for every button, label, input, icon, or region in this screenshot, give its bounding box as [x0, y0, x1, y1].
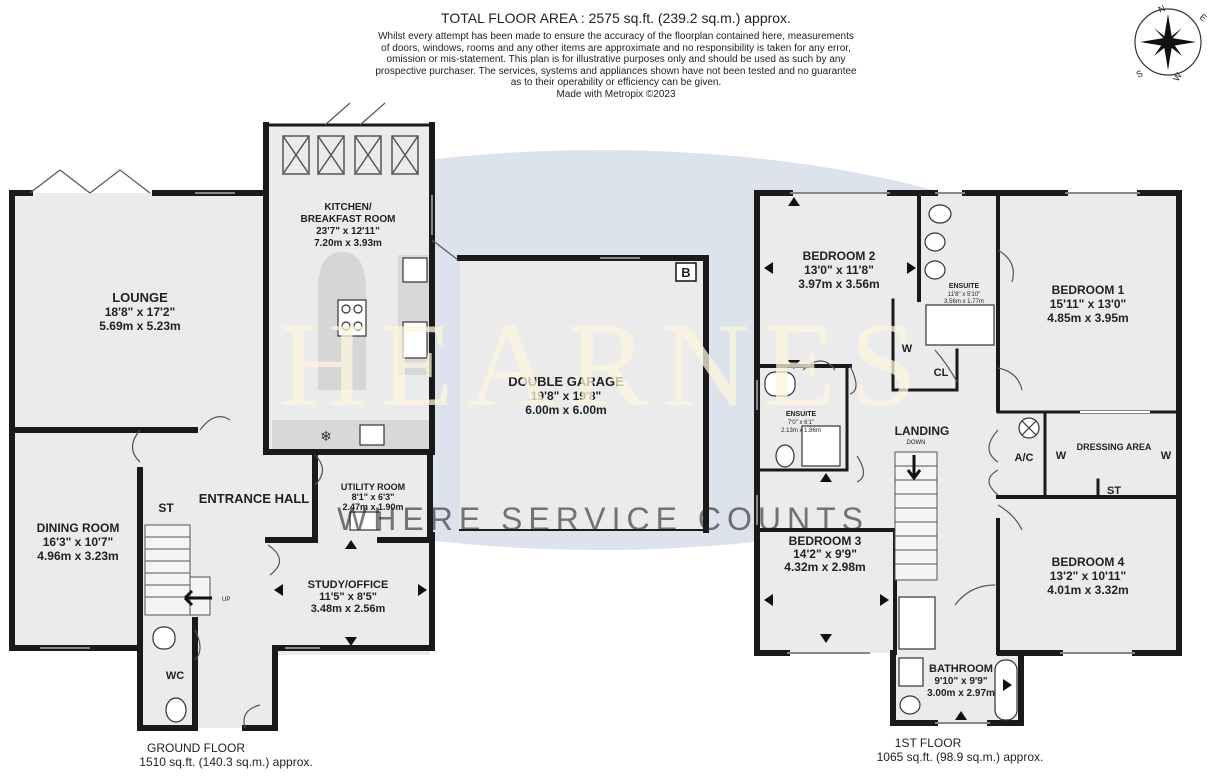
bedroom3-name: BEDROOM 3	[789, 534, 862, 548]
kitchen-skylights	[282, 135, 419, 175]
utility-imperial: 8'1" x 6'3"	[352, 492, 395, 502]
ground-floor-doors	[29, 102, 459, 729]
closet-label: CL	[934, 367, 949, 379]
lounge-name: LOUNGE	[112, 290, 168, 305]
landing-name: LANDING	[895, 424, 950, 438]
compass-e: E	[1198, 12, 1209, 24]
ensuite-small-imperial: 7'0" x 6'1"	[788, 420, 814, 426]
store-label: ST	[158, 501, 174, 515]
first-floor-fixtures	[764, 204, 1040, 721]
ground-floor-stairs	[144, 524, 211, 616]
bedroom1-metric: 4.85m x 3.95m	[1047, 311, 1128, 325]
dressing-area-name: DRESSING AREA	[1077, 442, 1152, 452]
ensuite-main-name: ENSUITE	[949, 283, 980, 290]
compass-s: S	[1135, 68, 1145, 80]
icon-snowflake-icon: ❄	[320, 428, 332, 444]
lounge-imperial: 18'8" x 17'2"	[105, 305, 175, 319]
wardrobe-label: W	[902, 343, 913, 355]
dining-imperial: 16'3" x 10'7"	[43, 535, 113, 549]
ensuite-small-metric: 2.13m x 1.86m	[781, 428, 821, 434]
bathroom-name: BATHROOM	[929, 663, 993, 675]
disclaimer-line: Made with Metropix ©2023	[556, 88, 676, 100]
study-name: STUDY/OFFICE	[308, 579, 389, 591]
first-floor-doors	[802, 249, 1023, 606]
kitchen-worktop	[272, 420, 432, 450]
stairs-up-arrow-icon	[183, 589, 212, 607]
first-floor-plan: BEDROOM 2 13'0" x 11'8" 3.97m x 3.56m EN…	[754, 190, 1182, 764]
kitchen-name-line1: KITCHEN/	[324, 202, 371, 213]
ensuite-main-metric: 3.56m x 1.77m	[944, 299, 984, 305]
dressing-w-right: W	[1161, 450, 1172, 462]
first-floor-walls	[754, 190, 1182, 726]
bedroom3-imperial: 14'2" x 9'9"	[793, 547, 857, 561]
disclaimer-line: Whilst every attempt has been made to en…	[378, 31, 854, 42]
disclaimer-line: of doors, windows, rooms and any other i…	[381, 42, 851, 54]
bedroom1-imperial: 15'11" x 13'0"	[1050, 297, 1126, 311]
kitchen-name-line2: BREAKFAST ROOM	[301, 214, 396, 225]
wc-label: WC	[166, 670, 184, 682]
landing-down-label: DOWN	[907, 440, 926, 446]
disclaimer-line: omission or mis-statement. This plan is …	[386, 54, 846, 66]
bedroom2-metric: 3.97m x 3.56m	[798, 277, 879, 291]
first-floor-stairs	[894, 451, 938, 581]
bedroom4-name: BEDROOM 4	[1052, 555, 1125, 569]
garage-name: DOUBLE GARAGE	[508, 374, 624, 389]
stairs-up-label: UP	[222, 597, 230, 603]
garage-imperial: 19'8" x 19'8"	[531, 389, 601, 403]
study-imperial: 11'5" x 8'5"	[319, 591, 377, 603]
disclaimer-line: as to their operability or efficiency ca…	[510, 77, 722, 89]
bedroom4-metric: 4.01m x 3.32m	[1047, 583, 1128, 597]
disclaimer: Whilst every attempt has been made to en…	[330, 31, 902, 101]
bedroom3-metric: 4.32m x 2.98m	[784, 560, 865, 574]
dining-name: DINING ROOM	[37, 521, 120, 535]
bedroom1-name: BEDROOM 1	[1052, 283, 1125, 297]
kitchen-imperial: 23'7" x 12'11"	[316, 226, 380, 237]
study-metric: 3.48m x 2.56m	[311, 603, 386, 615]
bedroom2-name: BEDROOM 2	[803, 249, 876, 263]
dining-metric: 4.96m x 3.23m	[37, 549, 118, 563]
garage-metric: 6.00m x 6.00m	[525, 403, 606, 417]
bathroom-imperial: 9'10" x 9'9"	[934, 676, 987, 687]
watermark-brand: HEARNES	[279, 298, 930, 431]
compass-n: N	[1157, 3, 1167, 15]
bedroom4-imperial: 13'2" x 10'11"	[1050, 569, 1126, 583]
first-floor-markers	[764, 197, 1012, 720]
first-floor-fill	[757, 193, 1179, 723]
dressing-w-left: W	[1056, 450, 1067, 462]
compass-star-diagonal-icon	[1154, 28, 1182, 56]
total-floor-area: TOTAL FLOOR AREA : 2575 sq.ft. (239.2 sq…	[441, 10, 791, 26]
first-floor-title: 1ST FLOOR	[895, 736, 962, 750]
bathroom-metric: 3.00m x 2.97m	[927, 688, 995, 699]
ensuite-main-imperial: 11'8" x 5'10"	[948, 292, 980, 298]
first-floor-area: 1065 sq.ft. (98.9 sq.m.) approx.	[877, 750, 1044, 764]
ground-floor-windows	[40, 192, 640, 649]
ground-floor-area: 1510 sq.ft. (140.3 sq.m.) approx.	[139, 755, 312, 769]
ac-unit-icon	[1021, 420, 1037, 436]
kitchen-metric: 7.20m x 3.93m	[314, 238, 382, 249]
first-floor-windows	[756, 192, 1140, 724]
utility-name: UTILITY ROOM	[341, 482, 405, 492]
kitchen-appliances	[152, 257, 697, 723]
ground-floor-markers	[274, 540, 427, 646]
ground-floor-plan: ❄ LOUNGE 18'8" x 17'2" 5.69m x 5.23m KIT…	[9, 102, 709, 769]
entrance-hall-name: ENTRANCE HALL	[199, 491, 310, 506]
stairs-down-arrow-icon	[906, 455, 922, 481]
compass: N E S W	[1134, 3, 1209, 83]
bedroom2-imperial: 13'0" x 11'8"	[804, 263, 874, 277]
dressing-st-label: ST	[1107, 485, 1121, 497]
lounge-metric: 5.69m x 5.23m	[99, 319, 180, 333]
ensuite-small-name: ENSUITE	[786, 411, 817, 418]
boiler-label: B	[681, 265, 690, 280]
watermark-tagline: WHERE SERVICE COUNTS	[337, 501, 869, 537]
compass-ring	[1134, 8, 1202, 76]
ac-label: A/C	[1015, 452, 1034, 464]
utility-metric: 2.47m x 1.90m	[342, 502, 403, 512]
disclaimer-line: prospective purchaser. The services, sys…	[375, 65, 857, 77]
ground-floor-title: GROUND FLOOR	[147, 741, 245, 755]
